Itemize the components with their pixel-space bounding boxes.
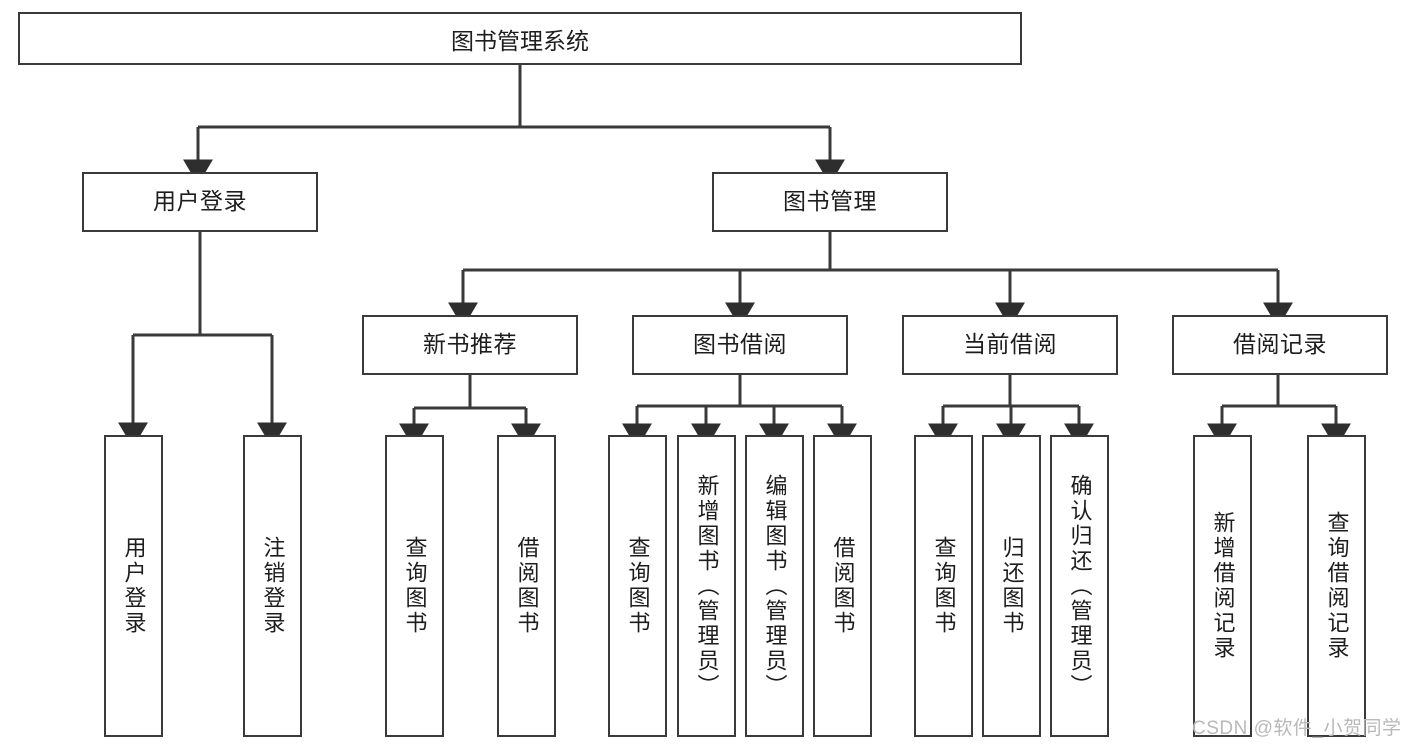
leaf-label: 借阅图书 — [830, 536, 856, 636]
node-borrow-record-label: 借阅记录 — [1233, 331, 1327, 358]
leaf-user-login-login[interactable]: 用户登录 — [104, 435, 163, 737]
leaf-label: 确认归还（管理员） — [1067, 473, 1093, 699]
node-user-login-label: 用户登录 — [153, 188, 247, 215]
leaf-book-borrow-edit[interactable]: 编辑图书（管理员） — [745, 435, 804, 737]
leaf-new-book-query[interactable]: 查询图书 — [385, 435, 444, 737]
leaf-book-borrow-add[interactable]: 新增图书（管理员） — [677, 435, 736, 737]
node-user-login[interactable]: 用户登录 — [82, 172, 318, 232]
node-borrow-record[interactable]: 借阅记录 — [1172, 315, 1388, 375]
leaf-user-login-logout[interactable]: 注销登录 — [243, 435, 302, 737]
leaf-new-book-borrow[interactable]: 借阅图书 — [497, 435, 556, 737]
node-root-book-management-system[interactable]: 图书管理系统 — [18, 12, 1022, 65]
leaf-current-borrow-confirm-return[interactable]: 确认归还（管理员） — [1050, 435, 1109, 737]
node-new-book-recommend-label: 新书推荐 — [423, 331, 517, 358]
leaf-label: 查询图书 — [625, 536, 651, 636]
node-new-book-recommend[interactable]: 新书推荐 — [362, 315, 578, 375]
node-root-label: 图书管理系统 — [451, 27, 589, 54]
leaf-label: 查询图书 — [931, 536, 957, 636]
node-current-borrow[interactable]: 当前借阅 — [902, 315, 1118, 375]
leaf-label: 新增借阅记录 — [1210, 511, 1236, 661]
leaf-label: 借阅图书 — [514, 536, 540, 636]
node-book-borrow[interactable]: 图书借阅 — [632, 315, 848, 375]
leaf-current-borrow-return[interactable]: 归还图书 — [982, 435, 1041, 737]
leaf-label: 用户登录 — [121, 536, 147, 636]
leaf-label: 查询图书 — [402, 536, 428, 636]
node-current-borrow-label: 当前借阅 — [963, 331, 1057, 358]
csdn-watermark: CSDN @软件_小贺同学 — [1192, 713, 1401, 740]
leaf-label: 注销登录 — [260, 536, 286, 636]
watermark-text: CSDN @软件_小贺同学 — [1192, 718, 1402, 739]
leaf-label: 归还图书 — [999, 536, 1025, 636]
node-book-management[interactable]: 图书管理 — [712, 172, 948, 232]
leaf-label: 查询借阅记录 — [1324, 511, 1350, 661]
leaf-label: 新增图书（管理员） — [694, 473, 720, 699]
leaf-book-borrow-borrow[interactable]: 借阅图书 — [813, 435, 872, 737]
node-book-management-label: 图书管理 — [783, 188, 877, 215]
leaf-borrow-record-query[interactable]: 查询借阅记录 — [1307, 435, 1366, 737]
leaf-book-borrow-query[interactable]: 查询图书 — [608, 435, 667, 737]
leaf-borrow-record-add[interactable]: 新增借阅记录 — [1193, 435, 1252, 737]
leaf-label: 编辑图书（管理员） — [762, 473, 788, 699]
leaf-current-borrow-query[interactable]: 查询图书 — [914, 435, 973, 737]
node-book-borrow-label: 图书借阅 — [693, 331, 787, 358]
